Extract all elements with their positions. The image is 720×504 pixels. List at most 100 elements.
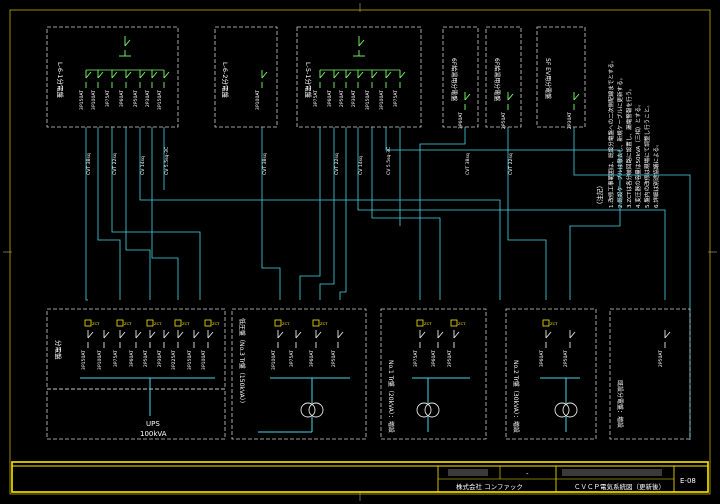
breaker-label: 2P50AT: [658, 350, 664, 367]
breaker-label: 3P60AT: [309, 350, 315, 367]
feeder-line: [319, 127, 335, 300]
cable-label: CV 5.5sq-3C: [386, 147, 392, 175]
breaker-label: 2P30AT: [157, 350, 163, 367]
redacted-field: [448, 469, 488, 476]
ups-capacity: 100kVA: [140, 430, 167, 438]
feeder-line: [357, 127, 666, 300]
breaker-symbol: 3P60AT: [327, 70, 340, 107]
breaker-symbol: 3P100AT: [91, 70, 104, 110]
breaker-symbol: 3P60AT: [458, 92, 471, 129]
transformer-group: [258, 378, 578, 433]
breaker-symbol: 3P60AT: [129, 330, 142, 367]
cable-label: CV 14sq: [140, 156, 146, 175]
breaker-label: 2P50AT: [447, 350, 453, 367]
breaker-symbol: 2P50AT: [501, 92, 514, 129]
zct-label: ZCT: [154, 321, 162, 326]
feeder-line: [85, 127, 88, 301]
breaker-label: 3P100AT: [271, 350, 277, 370]
breaker-symbol: 3P100AT: [255, 70, 268, 110]
panel-b5-label: 既設分電盤：増設: [616, 380, 624, 428]
breaker-label: 2P50AT: [143, 350, 149, 367]
breaker-label: 3P75AT: [413, 350, 419, 367]
breaker-label: 3P75AT: [105, 90, 111, 107]
breaker-label: 3P150AT: [365, 90, 371, 110]
panel-b4-box: [505, 308, 597, 440]
zct-label: ZCT: [424, 321, 432, 326]
breaker-label: 3P100AT: [201, 350, 207, 370]
cable-label: CVT 22sq: [112, 153, 118, 175]
zct-label: ZCT: [458, 321, 466, 326]
feeder-line: [111, 127, 201, 300]
breaker-symbol: 2P30AT: [145, 70, 158, 107]
zct-label: ZCT: [92, 321, 100, 326]
breaker-symbol: 3P100AT: [379, 70, 392, 110]
zct-symbol: ZCT: [146, 319, 162, 327]
note-line-1: 1.改修工事範囲は、既設分電盤への二次側配線までとする。: [607, 57, 615, 208]
cable-label: CV 5.5sq-3C: [164, 147, 170, 175]
breaker-symbol: 3P75AT: [105, 70, 118, 107]
redacted-project-name: [562, 469, 662, 476]
breaker-label: 2P50AT: [133, 90, 139, 107]
breaker-label: 3P60AT: [129, 350, 135, 367]
breaker-symbol: 3P60AT: [119, 70, 132, 107]
breaker-label: 2P30AT: [351, 90, 357, 107]
notes-heading: （注記）: [595, 182, 604, 208]
breaker-label: 2P30AT: [145, 90, 151, 107]
panel-p1-label: 6F給湯用分電盤: [450, 58, 458, 101]
zct-symbol: ZCT: [274, 319, 290, 327]
zct-symbol: ZCT: [542, 319, 558, 327]
ups-label: UPS: [146, 420, 160, 428]
breaker-symbol: 2P50AT: [143, 330, 156, 367]
drawing-title: ＣＶＣＰ電気系統図（更新後）: [574, 482, 665, 491]
panel-b5-box: [609, 308, 691, 440]
panel-b2-box: [231, 308, 367, 440]
breaker-symbol: 3P75AT: [393, 70, 406, 107]
breaker-label: 3P100AT: [97, 350, 103, 370]
breaker-label: 3P60AT: [119, 90, 125, 107]
panel-p1-box: [442, 26, 479, 128]
cable-label: CVT 22sq: [508, 153, 514, 175]
zct-symbol: ZCT: [312, 319, 328, 327]
note-line-5: 5.盤内の改修は現場にて調整し行うこと。: [643, 102, 651, 208]
breaker-symbol: 3P150AT: [187, 330, 200, 370]
sheet-border: [9, 9, 711, 495]
breaker-label: 3P150AT: [81, 350, 87, 370]
breaker-symbol: 3P75AT: [313, 70, 326, 107]
breaker-label: 3P150AT: [187, 350, 193, 370]
breaker-label: 3P150AT: [157, 90, 163, 110]
breaker-label: 3P60AT: [458, 112, 464, 129]
breaker-symbol: 2P50AT: [658, 330, 671, 367]
breaker-symbol: 3P100AT: [271, 330, 284, 370]
breaker-symbol: 2P50AT: [331, 330, 344, 367]
note-line-3: 3.ZCTは各分岐回路に設置し、漏電警報を行う。: [625, 86, 633, 208]
cable-label: CVT 22sq: [334, 153, 340, 175]
panel-p2-label: 6F給湯用分電盤: [493, 58, 501, 101]
feeder-line: [339, 127, 347, 300]
feeder-line: [419, 127, 466, 300]
panel-l51-label: L-5-1分電盤: [304, 62, 313, 98]
feeder-wiring: [85, 127, 691, 440]
breaker-label: 3P225AT: [171, 350, 177, 370]
panel-l61-label: L-6-1分電盤: [56, 62, 65, 98]
breaker-symbol: 2P50AT: [447, 330, 460, 367]
zct-symbol: ZCT: [84, 319, 100, 327]
zct-symbol: ZCT: [174, 319, 190, 327]
breaker-label: 3P75AT: [289, 350, 295, 367]
main-breaker-symbol: [119, 36, 131, 57]
feeder-line: [299, 127, 321, 300]
zct-symbol: ZCT: [116, 319, 132, 327]
panel-p3-box: [536, 26, 586, 128]
breaker-label: 3P60AT: [539, 350, 545, 367]
zct-label: ZCT: [320, 321, 328, 326]
breaker-label: 2P30AT: [567, 112, 573, 129]
panel-b1-label: 分電盤: [54, 340, 63, 360]
zct-symbol: ZCT: [204, 319, 220, 327]
breaker-symbol: 3P75AT: [413, 330, 426, 367]
breaker-label: 3P75AT: [113, 350, 119, 367]
breaker-symbol: 3P150AT: [157, 70, 170, 110]
feeder-line: [507, 127, 547, 300]
notes-block: （注記） 1.改修工事範囲は、既設分電盤への二次側配線までとする。 2.既設ケー…: [595, 57, 660, 208]
breaker-symbol: 3P60AT: [539, 330, 552, 367]
